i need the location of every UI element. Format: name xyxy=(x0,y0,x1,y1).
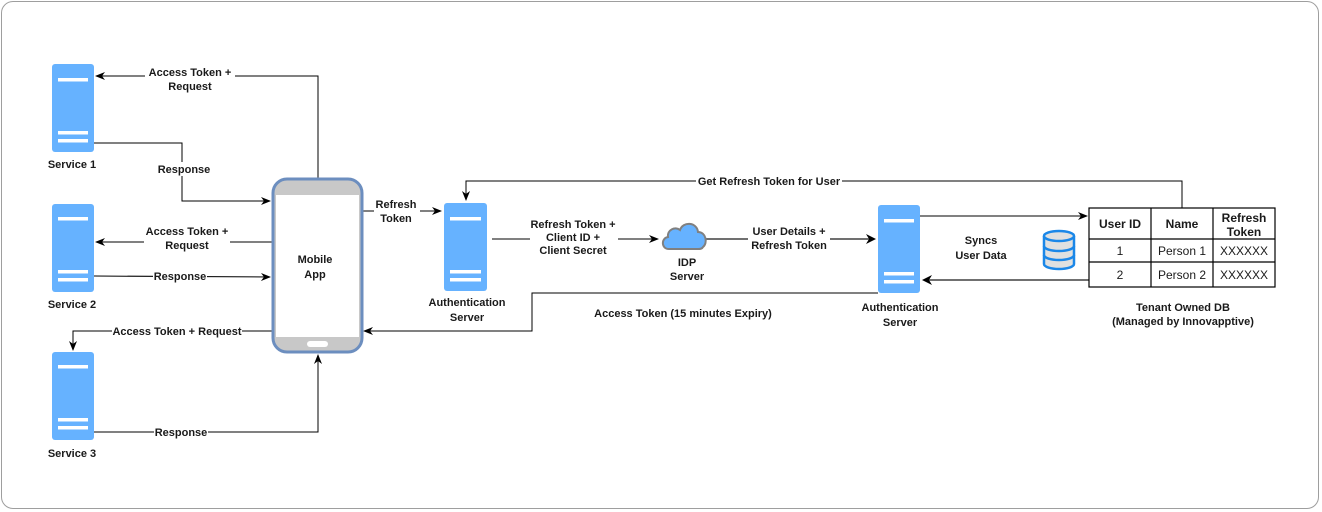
cell-name: Person 2 xyxy=(1158,268,1206,282)
edge-label: Get Refresh Token for User xyxy=(698,176,841,188)
edge-label: Access Token (15 minutes Expiry) xyxy=(594,308,772,320)
edge-db-to-auth-server-2 xyxy=(922,275,1089,285)
table-header: User ID Name Refresh Token xyxy=(1099,211,1266,239)
mobile-app-label: Mobile xyxy=(298,254,333,266)
cell-refresh-token: XXXXXX xyxy=(1220,268,1268,282)
service-1-label: Service 1 xyxy=(48,159,96,171)
edge-app-to-service1: Access Token + Request xyxy=(95,66,319,178)
edge-label: Access Token + xyxy=(149,67,232,79)
header-name: Name xyxy=(1166,217,1199,231)
idp-server-label: IDP xyxy=(678,257,696,269)
service-2-node[interactable]: Service 2 xyxy=(48,204,96,311)
edge-app-to-service3: Access Token + Request xyxy=(69,324,272,351)
authentication-server-2-node[interactable]: Authentication Server xyxy=(862,205,939,329)
database-icon xyxy=(1042,229,1076,271)
edge-label: Refresh xyxy=(376,199,417,211)
sync-label: Syncs xyxy=(965,235,997,247)
table-row: 2 Person 2 XXXXXX xyxy=(1117,268,1268,282)
edge-label: Access Token + Request xyxy=(112,326,241,338)
edge-app-to-auth-server: Refresh Token xyxy=(362,197,442,225)
server-icon xyxy=(52,204,94,292)
header-refresh-token: Refresh xyxy=(1222,211,1267,225)
edge-auth-server-2-to-app: Access Token (15 minutes Expiry) xyxy=(363,292,878,335)
cell-user-id: 1 xyxy=(1117,244,1124,258)
edge-label: Response xyxy=(158,164,211,176)
edge-label: Refresh Token xyxy=(751,240,827,252)
edge-label: Refresh Token + xyxy=(530,219,615,231)
mobile-app-label: App xyxy=(304,269,326,281)
auth-server-2-label: Server xyxy=(883,317,918,329)
service-3-node[interactable]: Service 3 xyxy=(48,352,96,460)
server-icon xyxy=(52,64,94,152)
edge-label: Access Token + xyxy=(146,226,229,238)
service-1-node[interactable]: Service 1 xyxy=(48,64,96,171)
db-caption: (Managed by Innovapptive) xyxy=(1112,316,1254,328)
edge-label: Response xyxy=(154,271,207,283)
authentication-server-1-node[interactable]: Authentication Server xyxy=(429,203,506,324)
edge-label: Response xyxy=(155,427,208,439)
edge-service1-to-app: Response xyxy=(94,142,271,205)
edge-label: Client Secret xyxy=(539,245,607,257)
db-caption: Tenant Owned DB xyxy=(1136,302,1230,314)
edge-idp-to-auth-server-2: User Details + Refresh Token xyxy=(706,224,876,252)
header-user-id: User ID xyxy=(1099,217,1141,231)
edge-label: Request xyxy=(168,81,212,93)
edge-auth-to-idp: Refresh Token + Client ID + Client Secre… xyxy=(492,216,659,258)
service-2-label: Service 2 xyxy=(48,299,96,311)
header-refresh-token: Token xyxy=(1227,225,1261,239)
edge-label: Client ID + xyxy=(546,232,600,244)
edge-label: User Details + xyxy=(752,226,825,238)
auth-server-2-label: Authentication xyxy=(862,302,939,314)
auth-server-1-label: Authentication xyxy=(429,297,506,309)
edge-service2-to-app: Response xyxy=(93,269,271,283)
cloud-icon xyxy=(661,222,707,250)
cell-user-id: 2 xyxy=(1117,268,1124,282)
idp-server-node[interactable]: IDP Server xyxy=(661,222,707,283)
edge-db-to-auth-server: Get Refresh Token for User xyxy=(462,174,1183,208)
user-token-table: User ID Name Refresh Token 1 Person 1 XX… xyxy=(1088,207,1276,288)
idp-server-label: Server xyxy=(670,271,705,283)
cell-refresh-token: XXXXXX xyxy=(1220,244,1268,258)
mobile-app-node[interactable]: Mobile App xyxy=(271,177,364,354)
smartphone-icon xyxy=(271,177,364,354)
service-3-label: Service 3 xyxy=(48,448,96,460)
sync-label: User Data xyxy=(955,250,1007,262)
server-icon xyxy=(878,205,920,293)
edge-app-to-service2: Access Token + Request xyxy=(95,224,272,252)
edge-label: Token xyxy=(380,213,412,225)
edge-service3-to-app: Response xyxy=(94,354,322,439)
auth-server-1-label: Server xyxy=(450,312,485,324)
server-icon xyxy=(444,203,487,291)
server-icon xyxy=(52,352,94,440)
edge-label: Request xyxy=(165,240,209,252)
cell-name: Person 1 xyxy=(1158,244,1206,258)
table-row: 1 Person 1 XXXXXX xyxy=(1117,244,1268,258)
